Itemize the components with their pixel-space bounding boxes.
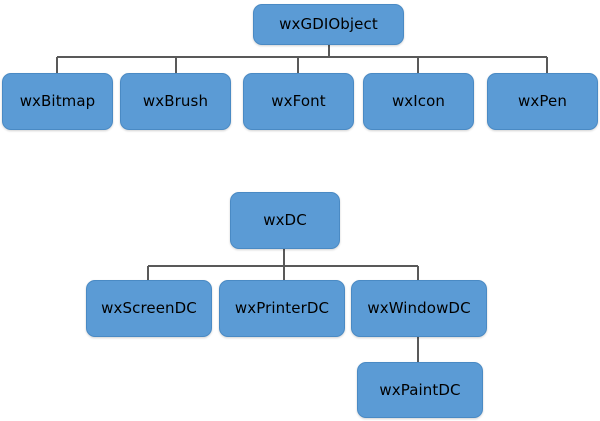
node-label-wxfont: wxFont (271, 92, 326, 111)
node-label-wxprinterdc: wxPrinterDC (234, 299, 330, 318)
node-label-wxpaintdc: wxPaintDC (379, 380, 461, 399)
node-label-wxicon: wxIcon (391, 92, 446, 111)
node-label-wxscreendc: wxScreenDC (101, 299, 197, 318)
node-label-wxbrush: wxBrush (142, 92, 209, 111)
node-label-wxbitmap: wxBitmap (19, 92, 96, 111)
node-wxscreendc[interactable]: wxScreenDC (86, 280, 212, 337)
node-label-wxdc: wxDC (263, 211, 307, 230)
node-wxfont[interactable]: wxFont (243, 73, 354, 130)
node-wxprinterdc[interactable]: wxPrinterDC (219, 280, 345, 337)
node-wxgdiobject[interactable]: wxGDIObject (253, 4, 404, 45)
node-wxdc[interactable]: wxDC (230, 192, 340, 249)
node-wxpen[interactable]: wxPen (487, 73, 598, 130)
node-label-wxwindowdc: wxWindowDC (367, 299, 471, 318)
node-wxwindowdc[interactable]: wxWindowDC (351, 280, 487, 337)
node-wxpaintdc[interactable]: wxPaintDC (357, 362, 483, 418)
node-wxbitmap[interactable]: wxBitmap (2, 73, 113, 130)
node-wxbrush[interactable]: wxBrush (120, 73, 231, 130)
node-label-wxpen: wxPen (518, 92, 567, 111)
node-label-wxgdiobject: wxGDIObject (279, 15, 378, 34)
node-wxicon[interactable]: wxIcon (363, 73, 474, 130)
